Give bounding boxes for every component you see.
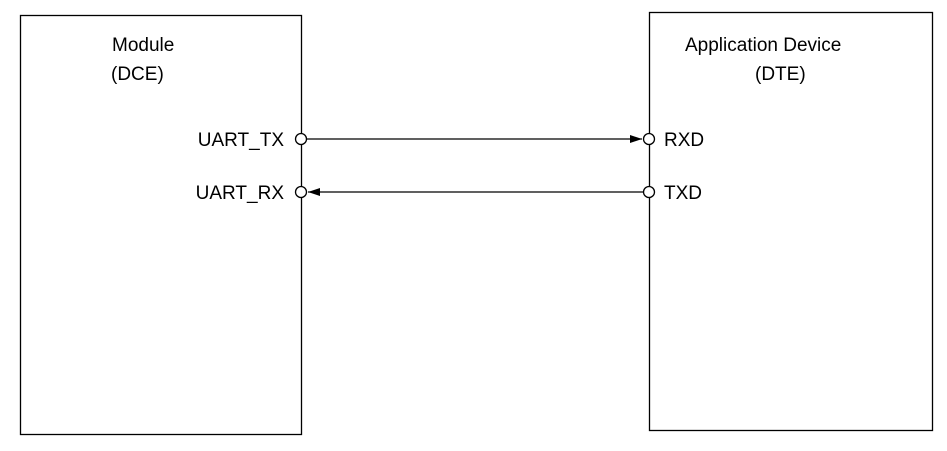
- uart-rx-label: UART_RX: [196, 183, 285, 204]
- rxd-pin: [642, 132, 656, 146]
- txd-label: TXD: [664, 183, 702, 204]
- device-box: [648, 11, 934, 432]
- module-box: [19, 14, 303, 436]
- uart-rx-pin: [294, 185, 308, 199]
- device-title: Application Device: [685, 35, 841, 56]
- txd-pin: [642, 185, 656, 199]
- module-title: Module: [112, 35, 174, 56]
- device-subtitle: (DTE): [755, 64, 806, 85]
- module-subtitle: (DCE): [111, 64, 164, 85]
- rxd-label: RXD: [664, 130, 704, 151]
- uart-tx-label: UART_TX: [198, 130, 285, 151]
- uart-tx-pin: [294, 132, 308, 146]
